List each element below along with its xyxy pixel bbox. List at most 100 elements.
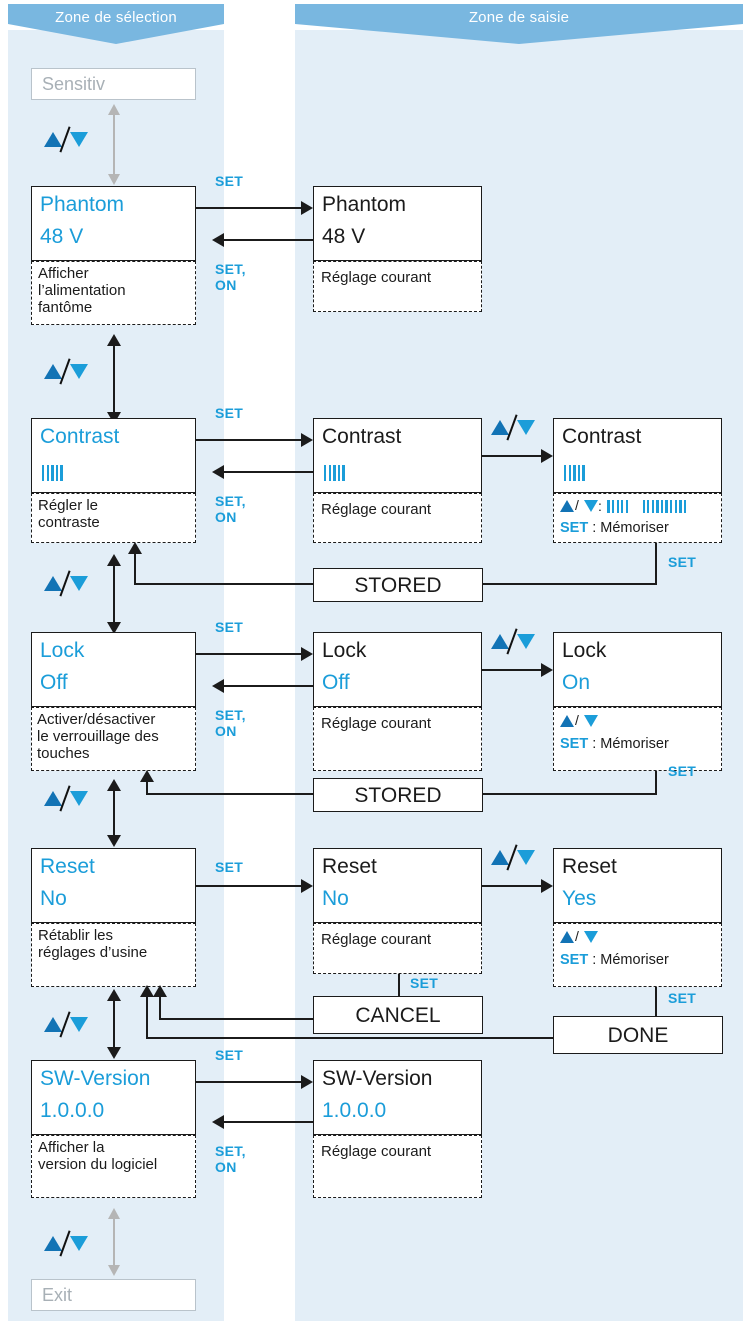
arrow-set-lock-head xyxy=(301,647,313,661)
entry-box-phantom-line1: Phantom xyxy=(322,193,407,216)
updown-icon xyxy=(44,785,88,812)
set-label-cancel: SET xyxy=(410,975,439,991)
edit-caption-reset-memorize: SET : Mémoriser xyxy=(560,952,669,968)
stored-contrast-return-head xyxy=(128,542,142,554)
entry-caption-contrast-text: Réglage courant xyxy=(321,501,432,518)
edit-box-lock[interactable]: Lock On xyxy=(553,632,722,707)
contrast-level-bars xyxy=(564,465,585,481)
select-caption-reset-text: Rétablir les réglages d’usine xyxy=(38,927,148,961)
set-label-stored-contrast: SET xyxy=(668,554,697,570)
entry-box-contrast-line1: Contrast xyxy=(322,425,402,448)
arrow-set-reset-line xyxy=(196,885,304,888)
entry-box-phantom-line2: 48 V xyxy=(322,225,366,248)
set-label-contrast: SET xyxy=(215,405,244,421)
cancel-box: CANCEL xyxy=(313,996,483,1034)
select-caption-phantom: Afficher l’alimentation fantôme xyxy=(31,261,196,325)
arrow-set-contrast-line xyxy=(196,439,304,442)
done-box-label: DONE xyxy=(607,1024,669,1047)
stored-contrast-conn-h-left xyxy=(134,583,314,586)
select-box-swversion-line2: 1.0.0.0 xyxy=(40,1099,105,1122)
select-box-phantom-line2: 48 V xyxy=(40,225,84,248)
arrow-edit-lock-head xyxy=(541,663,553,677)
edit-box-reset[interactable]: Reset Yes xyxy=(553,848,722,923)
nav-arrow-down-4 xyxy=(107,1047,121,1059)
entry-box-lock-line2: Off xyxy=(322,671,350,694)
select-caption-lock-text: Activer/désactiver le verrouillage des t… xyxy=(37,711,159,762)
menu-item-exit-label: Exit xyxy=(42,1285,73,1305)
entry-caption-swversion: Réglage courant xyxy=(313,1135,482,1198)
select-caption-phantom-text: Afficher l’alimentation fantôme xyxy=(38,265,126,316)
contrast-bars-min xyxy=(607,500,629,513)
entry-caption-reset: Réglage courant xyxy=(313,923,482,974)
updown-icon xyxy=(44,358,88,385)
select-box-phantom-line1: Phantom xyxy=(40,193,125,216)
set-on-label-phantom: SET, ON xyxy=(215,261,246,294)
cancel-return-head xyxy=(153,985,167,997)
arrow-set-phantom-line xyxy=(196,207,304,210)
select-box-lock[interactable]: Lock Off xyxy=(31,632,196,707)
stored-contrast-conn-h-right xyxy=(483,583,657,586)
arrow-edit-reset-line xyxy=(482,885,544,888)
stored-box-lock: STORED xyxy=(313,778,483,812)
nav-connector-lock-reset xyxy=(113,790,116,838)
updown-icon: / xyxy=(560,497,598,513)
entry-box-lock[interactable]: Lock Off xyxy=(313,632,482,707)
arrow-back-lock-line xyxy=(224,685,313,688)
arrow-back-phantom-head xyxy=(212,233,224,247)
select-caption-swversion-text: Afficher la version du logiciel xyxy=(38,1139,158,1173)
entry-caption-contrast: Réglage courant xyxy=(313,493,482,543)
arrow-set-sw-line xyxy=(196,1081,304,1084)
entry-box-contrast[interactable]: Contrast xyxy=(313,418,482,493)
select-box-reset[interactable]: Reset No xyxy=(31,848,196,923)
select-caption-contrast: Régler le contraste xyxy=(31,493,196,543)
edit-box-reset-line1: Reset xyxy=(562,855,617,878)
nav-connector-contrast-lock xyxy=(113,565,116,625)
nav-arrow-down-3 xyxy=(107,835,121,847)
edit-box-lock-line1: Lock xyxy=(562,639,607,662)
edit-box-contrast[interactable]: Contrast xyxy=(553,418,722,493)
edit-caption-lock-memorize: SET : Mémoriser xyxy=(560,736,669,752)
nav-arrow-up-4 xyxy=(107,989,121,1001)
arrow-edit-contrast-head xyxy=(541,449,553,463)
entry-box-reset[interactable]: Reset No xyxy=(313,848,482,923)
select-caption-lock: Activer/désactiver le verrouillage des t… xyxy=(31,707,196,771)
arrow-back-phantom-line xyxy=(224,239,313,242)
stored-box-contrast: STORED xyxy=(313,568,483,602)
menu-item-sensitiv[interactable]: Sensitiv xyxy=(31,68,196,100)
nav-arrow-up-3 xyxy=(107,779,121,791)
edit-box-contrast-line1: Contrast xyxy=(562,425,642,448)
entry-box-phantom[interactable]: Phantom 48 V xyxy=(313,186,482,261)
updown-icon xyxy=(44,1230,88,1257)
stored-contrast-conn-v xyxy=(655,543,658,585)
entry-box-swversion[interactable]: SW-Version 1.0.0.0 xyxy=(313,1060,482,1135)
stored-lock-return-head xyxy=(140,770,154,782)
nav-arrow-up-grey-bottom xyxy=(108,1208,120,1219)
arrow-set-sw-head xyxy=(301,1075,313,1089)
nav-arrow-down-2 xyxy=(107,622,121,634)
set-label-lock: SET xyxy=(215,619,244,635)
entry-caption-reset-text: Réglage courant xyxy=(321,931,432,948)
set-label-reset: SET xyxy=(215,859,244,875)
arrow-back-sw-head xyxy=(212,1115,224,1129)
nav-arrow-up-2 xyxy=(107,554,121,566)
cancel-return-v xyxy=(159,996,162,1020)
stored-box-contrast-label: STORED xyxy=(354,574,442,597)
select-caption-reset: Rétablir les réglages d’usine xyxy=(31,923,196,987)
select-box-swversion[interactable]: SW-Version 1.0.0.0 xyxy=(31,1060,196,1135)
entry-box-reset-line2: No xyxy=(322,887,349,910)
stored-lock-conn-h-right xyxy=(483,793,657,796)
menu-item-exit[interactable]: Exit xyxy=(31,1279,196,1311)
nav-connector-reset-sw xyxy=(113,1000,116,1050)
contrast-level-bars xyxy=(42,465,63,481)
entry-zone-title: Zone de saisie xyxy=(468,9,570,26)
select-box-reset-line1: Reset xyxy=(40,855,95,878)
stored-lock-conn-h-left xyxy=(146,793,314,796)
select-caption-swversion: Afficher la version du logiciel xyxy=(31,1135,196,1198)
edit-box-lock-line2: On xyxy=(562,671,591,694)
entry-caption-phantom-text: Réglage courant xyxy=(321,269,432,286)
cancel-conn-v xyxy=(398,974,401,996)
done-conn-v xyxy=(655,987,658,1016)
contrast-level-bars xyxy=(324,465,345,481)
select-box-contrast[interactable]: Contrast xyxy=(31,418,196,493)
select-box-phantom[interactable]: Phantom 48 V xyxy=(31,186,196,261)
